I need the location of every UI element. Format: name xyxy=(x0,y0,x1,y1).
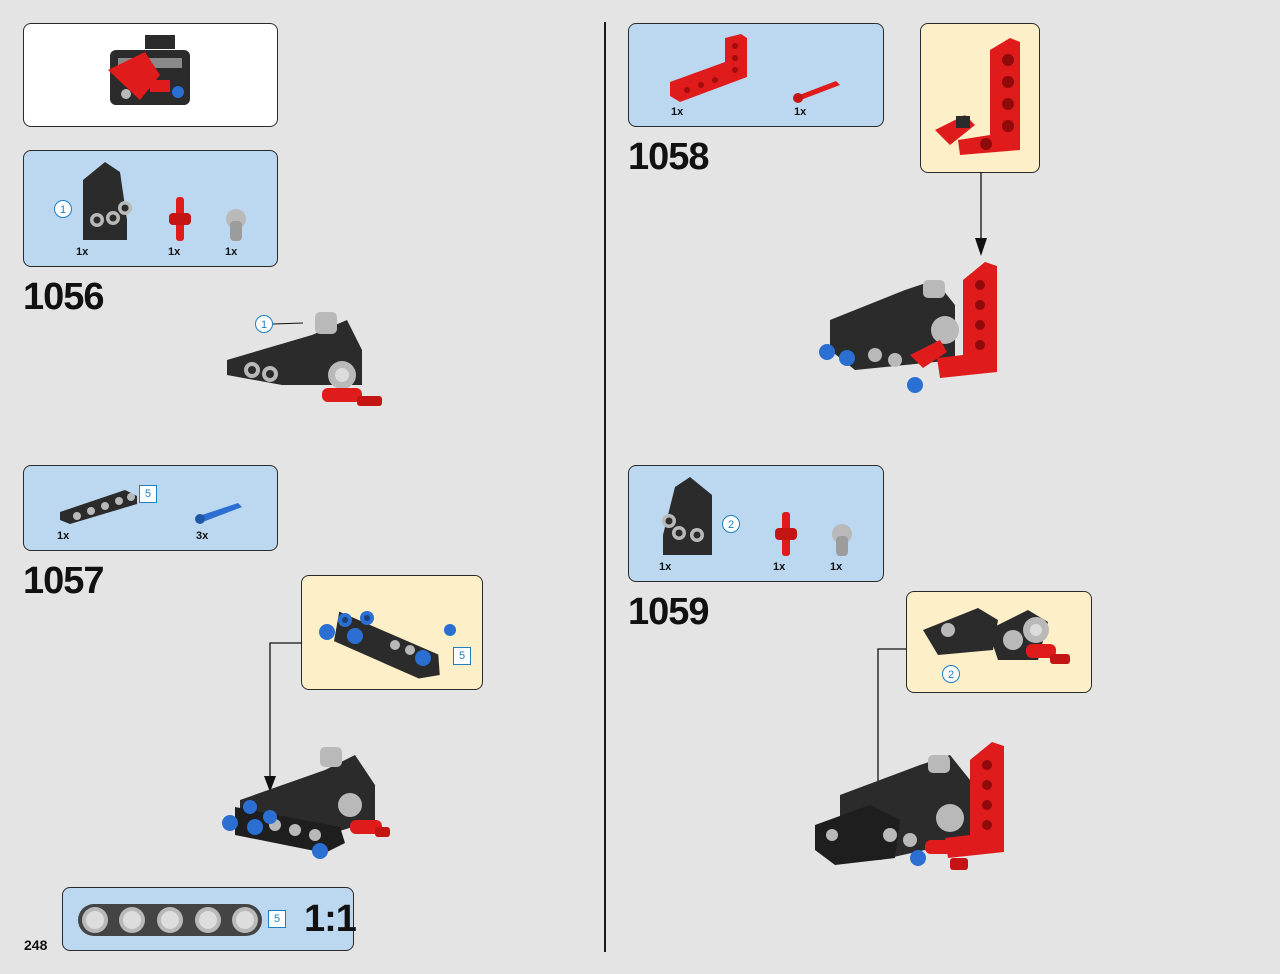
step-1058-parts-panel xyxy=(628,23,884,127)
callout-1-marker: 1 xyxy=(54,200,72,218)
blue-pin-part-icon xyxy=(195,503,242,524)
step-1058-model-illustration xyxy=(819,262,997,393)
page-number: 248 xyxy=(24,937,48,953)
step-number: 1057 xyxy=(23,560,105,602)
connector-block-part-icon xyxy=(83,162,132,240)
red-l-beam-part-icon xyxy=(670,34,747,102)
step-number: 1058 xyxy=(628,136,710,178)
callout-2-marker: 2 xyxy=(722,515,740,533)
connector-block-part-icon xyxy=(662,477,712,555)
part-quantity: 3x xyxy=(196,530,209,542)
gray-pin-connector-icon xyxy=(832,524,852,556)
callout-1-marker: 1 xyxy=(255,315,273,333)
previous-model-illustration xyxy=(108,35,190,105)
part-quantity: 1x xyxy=(671,106,684,118)
part-quantity: 1x xyxy=(659,561,672,573)
red-axle-connector-icon xyxy=(775,512,797,556)
part-quantity: 1x xyxy=(57,530,70,542)
part-quantity: 1x xyxy=(76,246,89,258)
beam-length-marker: 5 xyxy=(268,910,286,928)
scale-ratio-label: 1:1 xyxy=(304,898,357,940)
part-quantity: 1x xyxy=(830,561,843,573)
red-axle-pin-part-icon xyxy=(793,81,840,103)
red-l-beam-subassembly xyxy=(935,38,1020,155)
step-1057-model-illustration xyxy=(222,747,390,859)
part-quantity: 1x xyxy=(168,246,181,258)
part-quantity: 1x xyxy=(773,561,786,573)
beam-scale-illustration xyxy=(78,904,262,936)
beam-with-pins-subassembly xyxy=(319,611,456,679)
attach-arrow xyxy=(264,642,302,792)
page-divider xyxy=(604,22,606,952)
black-beam-part-icon xyxy=(60,490,137,524)
attach-arrow xyxy=(975,172,987,256)
part-quantity: 1x xyxy=(794,106,807,118)
step-1059-model-illustration xyxy=(815,742,1004,870)
step-1056-model-illustration xyxy=(227,312,382,406)
gray-pin-connector-icon xyxy=(226,209,246,241)
beam-length-marker: 5 xyxy=(139,485,157,503)
red-axle-connector-icon xyxy=(169,197,191,241)
connector-block-subassembly xyxy=(923,608,1070,664)
callout-leader-line xyxy=(272,322,304,325)
step-number: 1059 xyxy=(628,591,710,633)
beam-length-marker: 5 xyxy=(453,647,471,665)
part-quantity: 1x xyxy=(225,246,238,258)
callout-2-marker: 2 xyxy=(942,665,960,683)
step-number: 1056 xyxy=(23,276,105,318)
